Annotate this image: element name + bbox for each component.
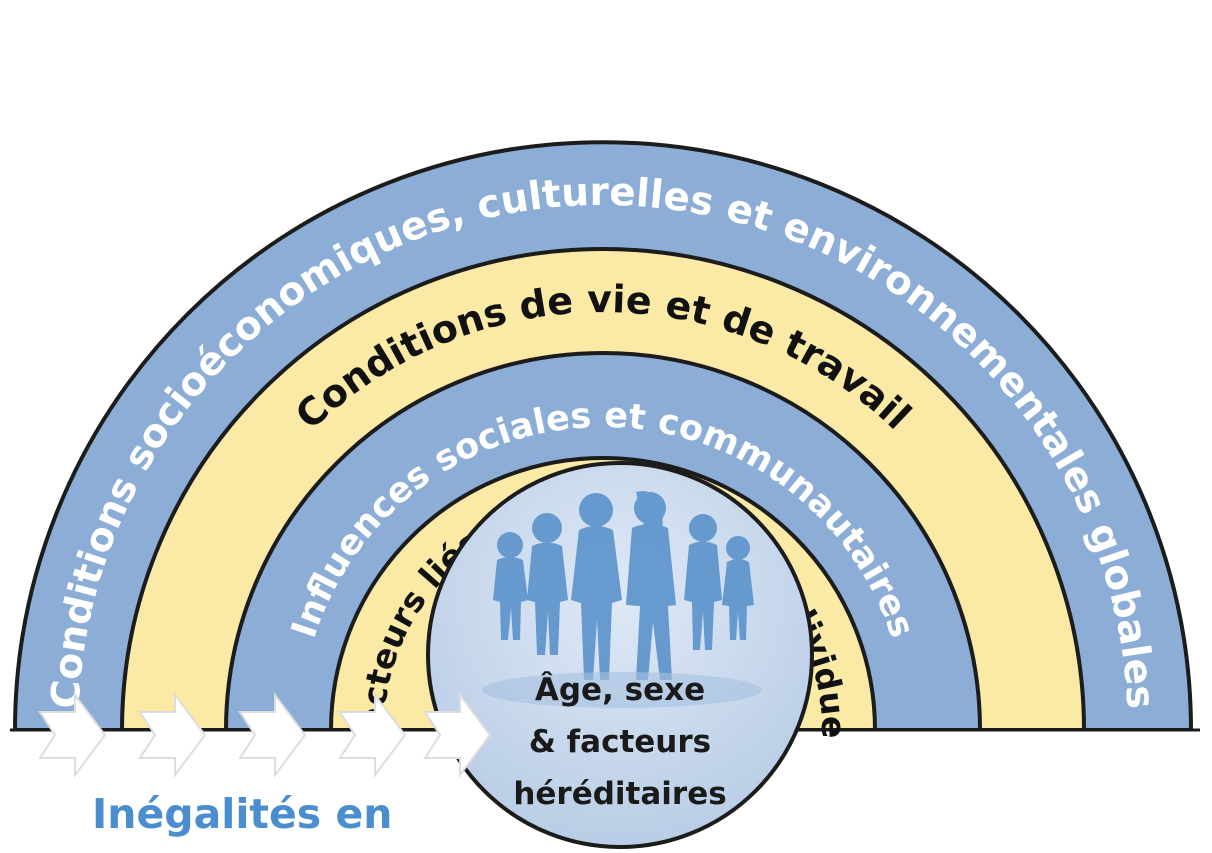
center-line-1: Âge, sexe [535,672,705,708]
arrow-right-icon [238,692,307,778]
reflection-shadow [482,672,762,708]
arrow-right-icon [38,692,107,778]
arrow-right-icon [423,692,492,778]
center-line-2: & facteurs [529,724,711,760]
center-line-3: héréditaires [513,776,726,812]
people-silhouette-icon [493,491,754,680]
arrow-right-icon [338,692,407,778]
inequalities-label: Inégalités en [92,790,392,838]
arrow-right-icon [138,692,207,778]
arrow-row [38,692,492,778]
